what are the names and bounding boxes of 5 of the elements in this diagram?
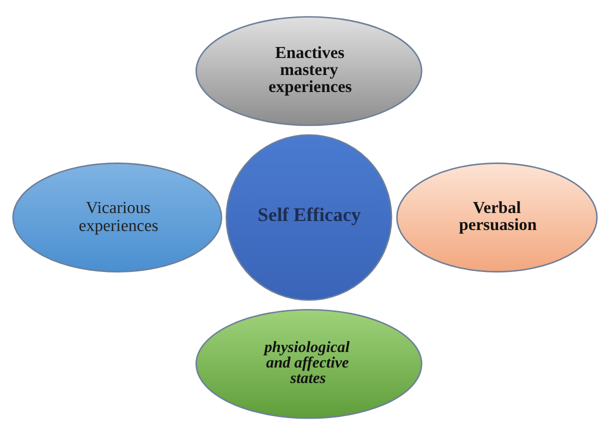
node-ellipse: Enactives mastery experiences <box>196 16 422 126</box>
node-circle: Self Efficacy <box>226 134 392 300</box>
node-ellipse: physiological and affective states <box>196 308 422 418</box>
node-ellipse: Verbal persuasion <box>396 162 598 272</box>
node-ellipse: Vicarious experiences <box>12 162 222 272</box>
